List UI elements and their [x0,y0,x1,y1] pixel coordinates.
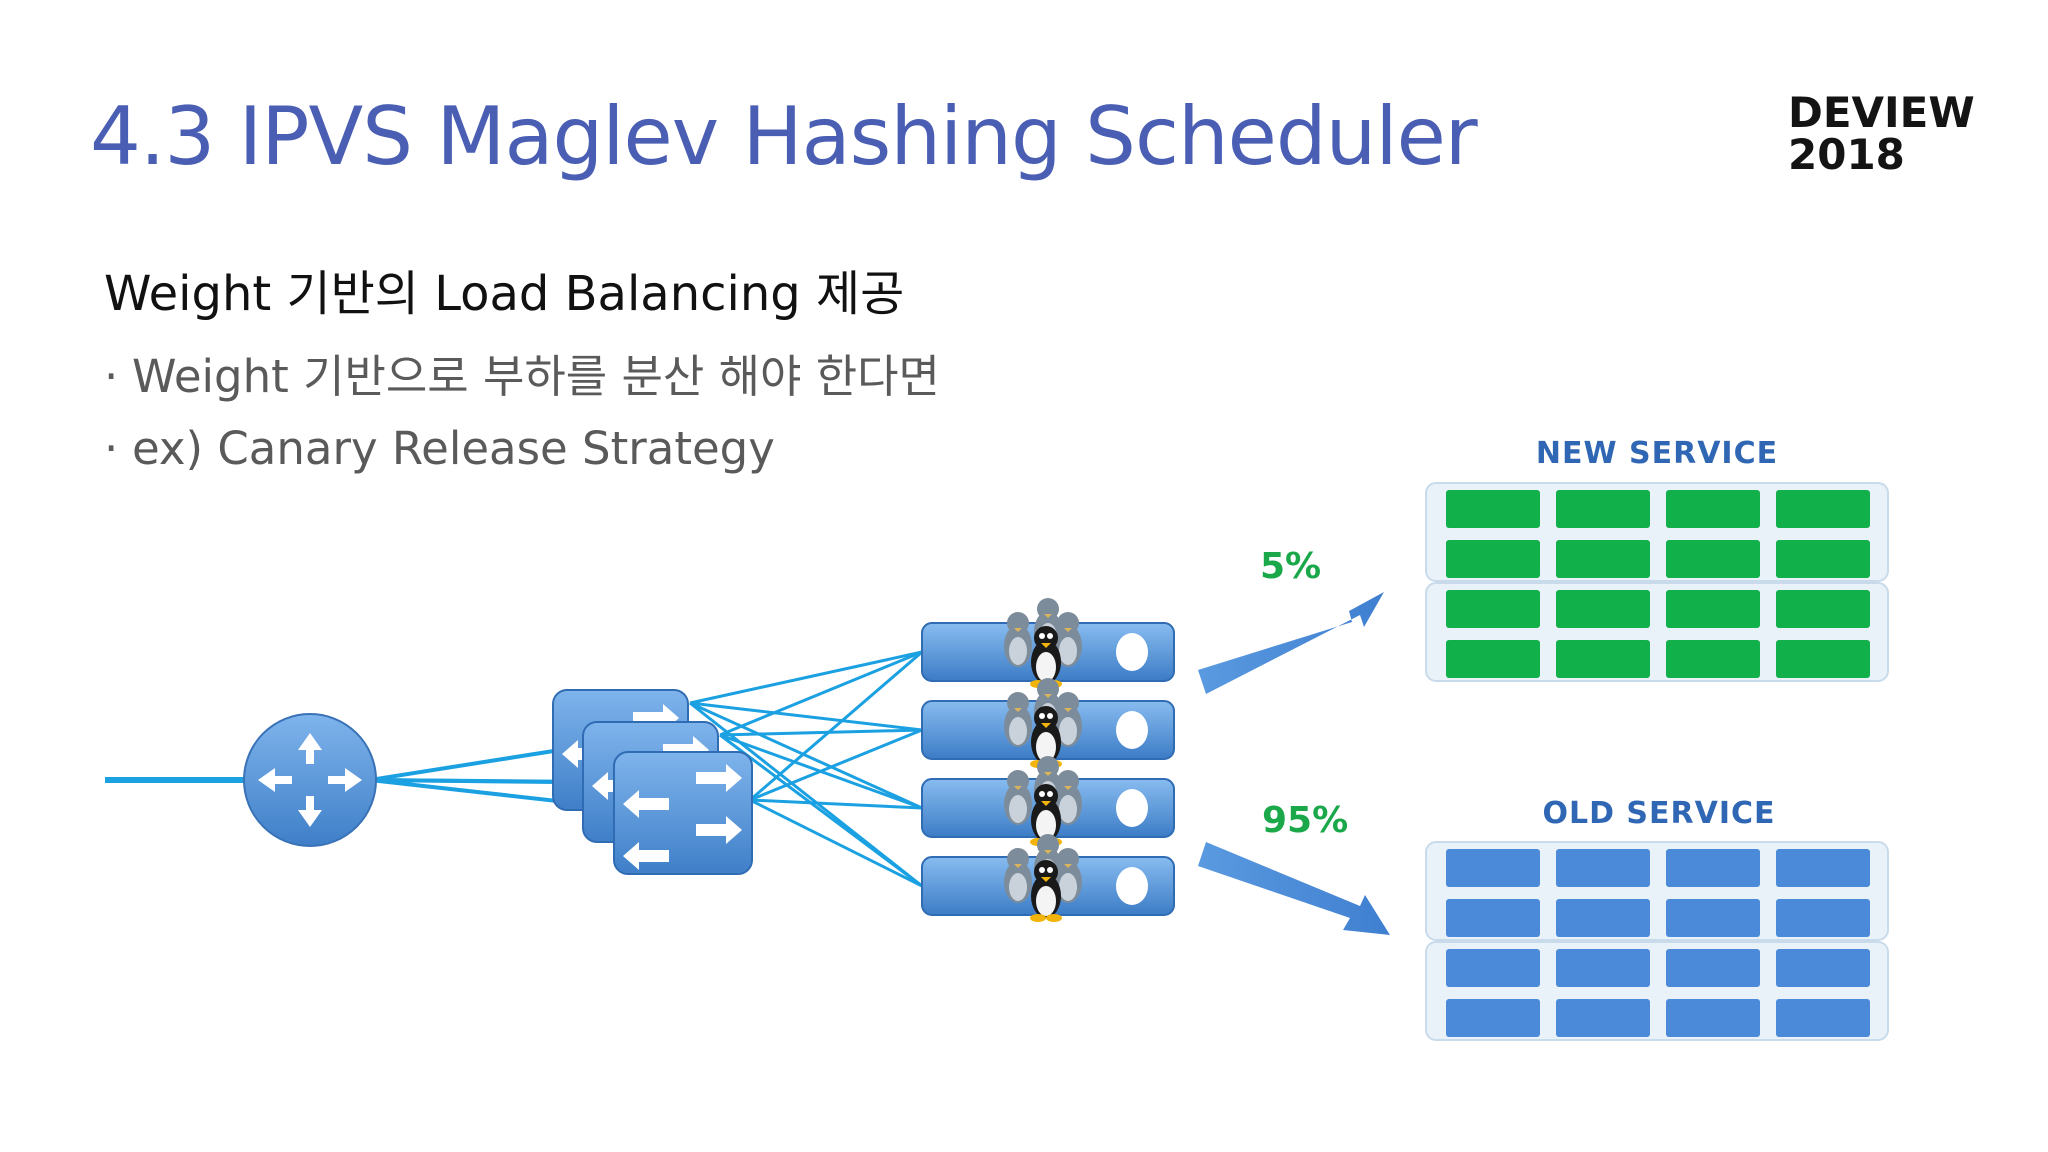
new-service-block [1776,640,1870,678]
new-service-block [1556,540,1650,578]
old-service-block [1446,999,1540,1037]
bullet-item-2: ·ex) Canary Release Strategy [104,422,775,475]
new-service-block [1666,490,1760,528]
old-service-percent: 95% [1262,800,1348,841]
new-service-block [1446,590,1540,628]
new-service-block [1556,490,1650,528]
new-service-block [1666,540,1760,578]
slide-title: 4.3 IPVS Maglev Hashing Scheduler [90,90,1478,183]
switch-server-links [689,650,923,888]
new-service-block [1556,590,1650,628]
new-service-block [1776,540,1870,578]
old-service-block [1776,899,1870,937]
arrow-to-old-service [1198,842,1390,935]
old-service-block [1556,849,1650,887]
bullet-text-2: ex) Canary Release Strategy [132,422,775,475]
new-service-cluster [1425,482,1889,682]
old-service-block [1666,849,1760,887]
bullet-dot: · [104,422,119,475]
old-service-block [1666,949,1760,987]
old-service-block [1446,949,1540,987]
old-service-block [1556,899,1650,937]
new-service-percent: 5% [1260,546,1321,587]
new-service-block [1776,490,1870,528]
section-heading: Weight 기반의 Load Balancing 제공 [104,266,905,322]
new-service-label: NEW SERVICE [1536,436,1778,471]
old-service-block [1446,899,1540,937]
new-service-block [1556,640,1650,678]
old-service-block [1776,999,1870,1037]
switch-icon [552,689,753,875]
old-service-block [1556,999,1650,1037]
old-service-cluster [1425,841,1889,1041]
old-service-block [1776,949,1870,987]
new-service-block [1776,590,1870,628]
new-service-block [1446,540,1540,578]
deview-logo-line2: 2018 [1788,130,1905,179]
new-service-block [1446,490,1540,528]
old-service-block [1556,949,1650,987]
old-service-block [1666,899,1760,937]
new-service-block [1446,640,1540,678]
old-service-block [1446,849,1540,887]
server-rack-group [921,598,1175,922]
bullet-dot: · [104,350,119,403]
old-service-block [1776,849,1870,887]
new-service-block [1666,640,1760,678]
old-service-block [1666,999,1760,1037]
bullet-text-1: Weight 기반으로 부하를 분산 해야 한다면 [132,350,940,403]
arrow-to-new-service [1198,592,1384,694]
router-icon [243,713,377,847]
new-service-block [1666,590,1760,628]
bullet-item-1: ·Weight 기반으로 부하를 분산 해야 한다면 [104,340,940,405]
old-service-label: OLD SERVICE [1542,796,1775,831]
deview-logo-line1: DEVIEW [1788,88,1975,137]
